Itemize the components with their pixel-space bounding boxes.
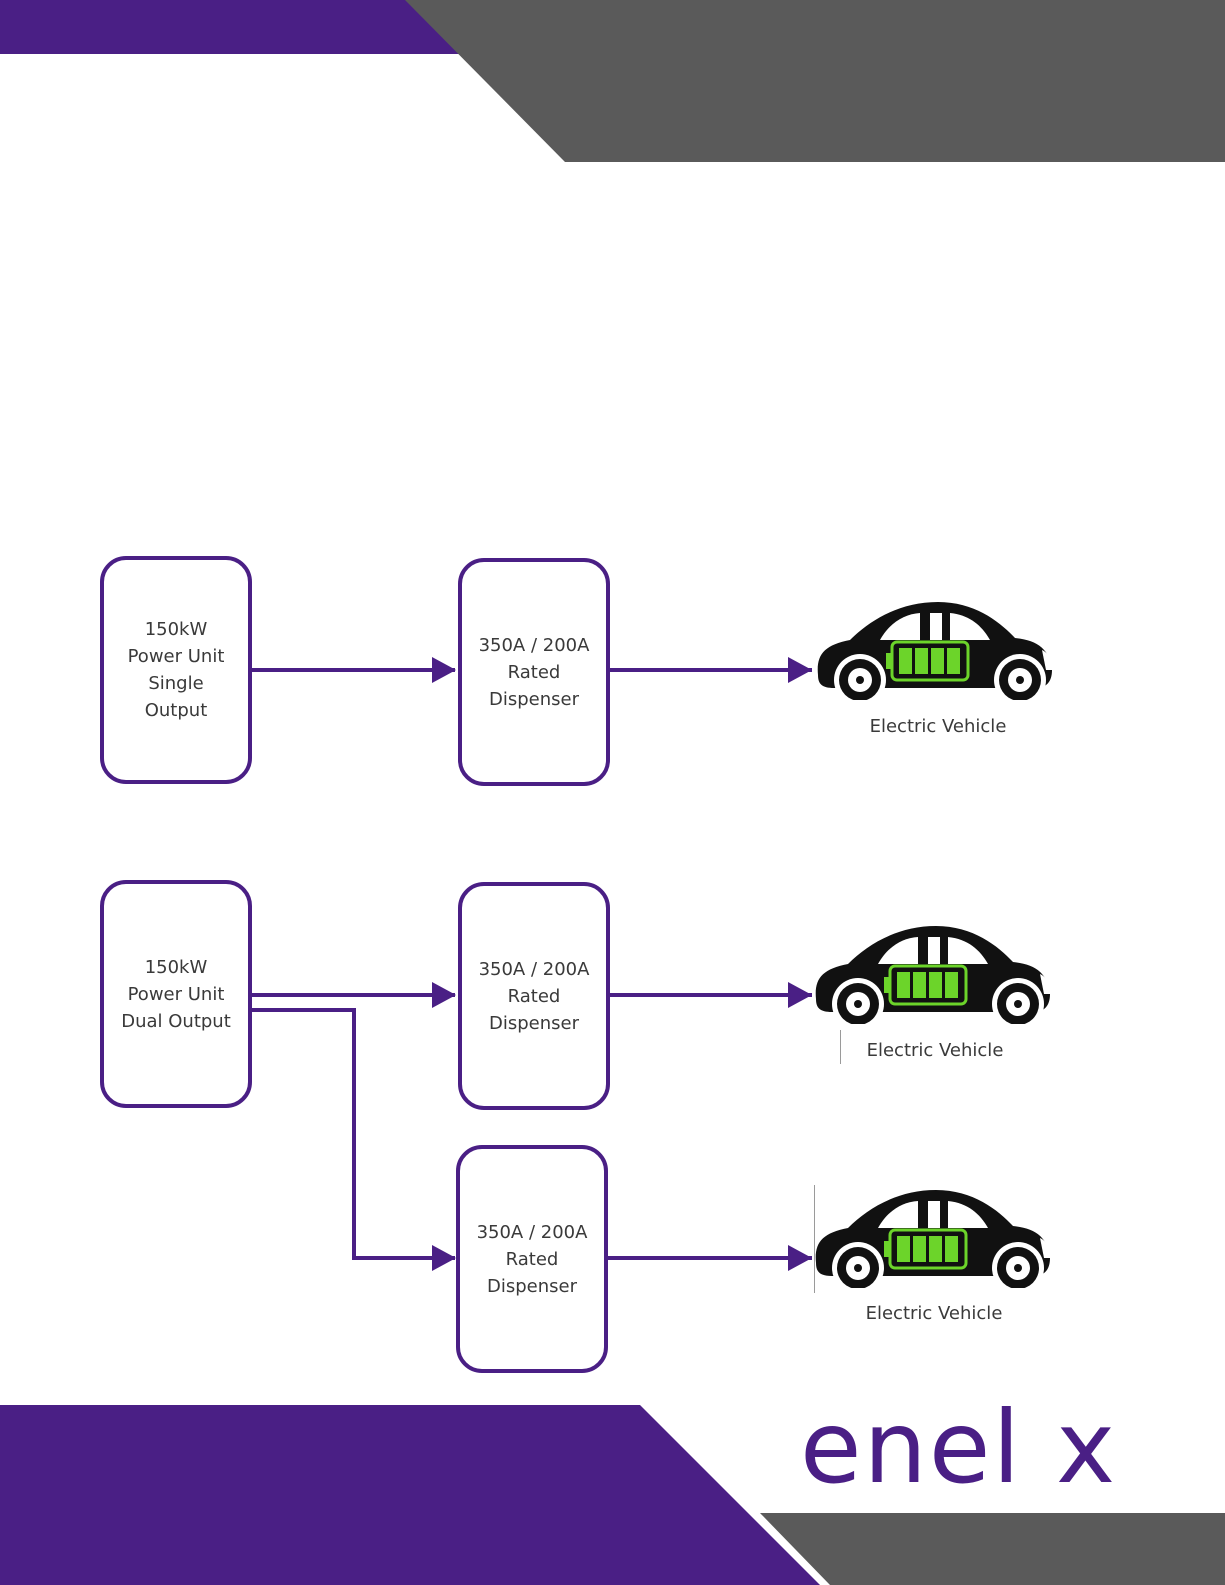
enel-x-logo: enel x [800,1388,1117,1508]
power-unit-single-line-2: Power Unit [128,643,225,670]
power-unit-single-line-1: 150kW [145,616,208,643]
dispenser-dual-1-line-3: Dispenser [489,1010,579,1037]
power-unit-dual-line-1: 150kW [145,954,208,981]
power-unit-single-line-4: Output [145,697,208,724]
dispenser-single-line-3: Dispenser [489,686,579,713]
electric-car-icon [810,600,1060,700]
power-unit-single-box: 150kW Power Unit Single Output [100,556,252,784]
dispenser-dual-2-line-2: Rated [506,1246,559,1273]
dispenser-dual-1-line-2: Rated [508,983,561,1010]
power-unit-dual-box: 150kW Power Unit Dual Output [100,880,252,1108]
power-unit-single-line-3: Single [148,670,203,697]
arrow-power-to-dispenser-2-dual [250,1010,455,1258]
power-unit-dual-line-2: Power Unit [128,981,225,1008]
dispenser-single-box: 350A / 200A Rated Dispenser [458,558,610,786]
vehicle-dual-1-label: Electric Vehicle [825,1040,1045,1061]
dispenser-single-line-2: Rated [508,659,561,686]
dispenser-dual-1-box: 350A / 200A Rated Dispenser [458,882,610,1110]
arrow-right-icon [432,1245,456,1271]
arrow-right-icon [432,657,456,683]
dispenser-single-line-1: 350A / 200A [479,632,590,659]
arrow-right-icon [432,982,456,1008]
electric-car-icon [808,1188,1058,1288]
dispenser-dual-2-line-3: Dispenser [487,1273,577,1300]
dispenser-dual-2-line-1: 350A / 200A [477,1219,588,1246]
vehicle-single-label: Electric Vehicle [828,716,1048,737]
vehicle-dual-2-label: Electric Vehicle [824,1303,1044,1324]
dispenser-dual-1-line-1: 350A / 200A [479,956,590,983]
electric-car-icon [808,924,1058,1024]
dispenser-dual-2-box: 350A / 200A Rated Dispenser [456,1145,608,1373]
power-unit-dual-line-3: Dual Output [121,1008,231,1035]
arrow-right-icon [788,657,812,683]
